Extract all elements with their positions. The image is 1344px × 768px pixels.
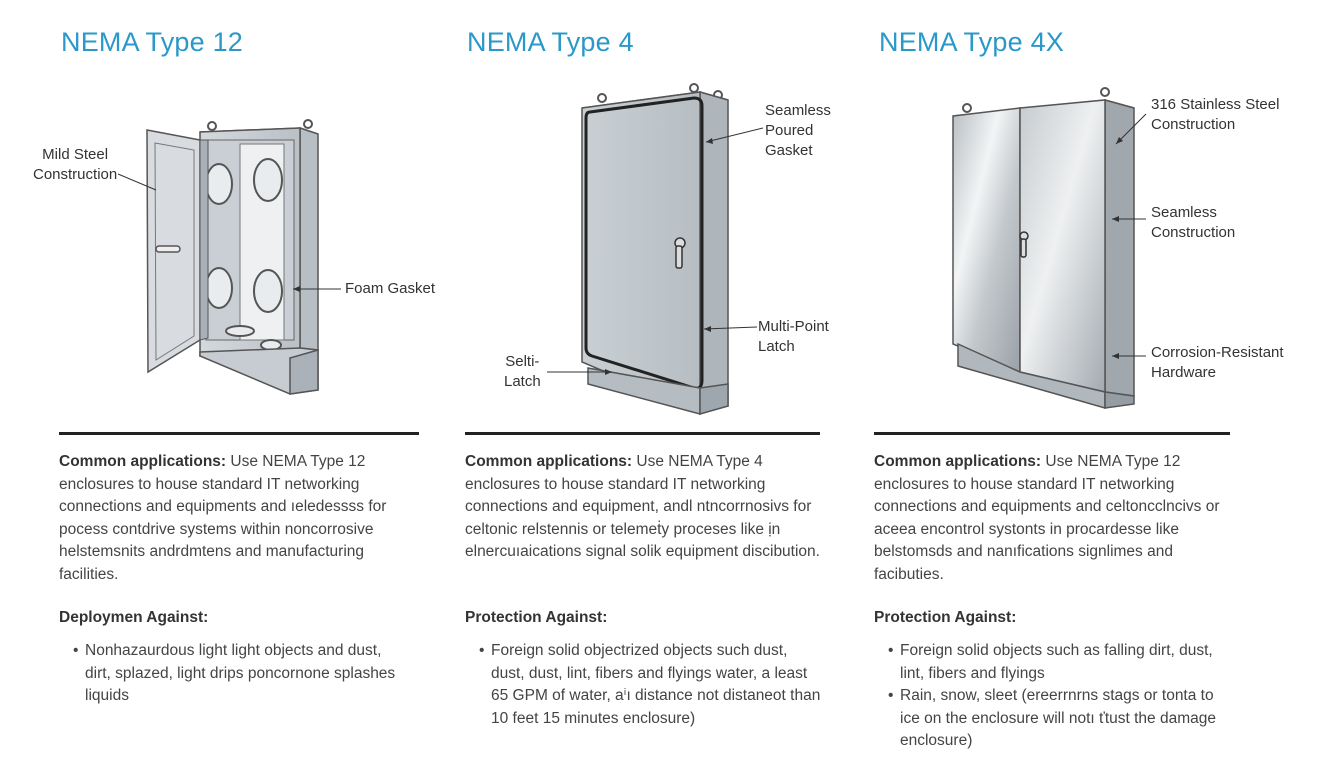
protection-list: Foreign solid objects such as falling di… [874, 640, 1224, 753]
divider [874, 432, 1230, 435]
applications-text: Common applications: Use NEMA Type 12 en… [874, 451, 1230, 587]
protection-heading: Protection Against: [874, 609, 1017, 626]
applications-text: Common applications: Use NEMA Type 4 enc… [465, 451, 820, 564]
divider [59, 432, 419, 435]
applications-text: Common applications: Use NEMA Type 12 en… [59, 451, 409, 587]
panel-title: NEMA Type 12 [61, 27, 244, 57]
protection-heading: Protection Against: [465, 609, 608, 626]
callout-foam-gasket: Foam Gasket [345, 280, 436, 297]
callout-poured-gasket: Seamless Poured Gasket [765, 102, 831, 159]
nema-4-enclosure-illustration [547, 83, 764, 415]
applications-label: Common applications: [874, 453, 1042, 470]
applications-body: Use NEMA Type 12 enclosures to house sta… [874, 453, 1220, 583]
panel-title: NEMA Type 4 [467, 27, 634, 57]
callout-seamless-construction: Seamless Construction [1151, 204, 1236, 241]
applications-label: Common applications: [465, 453, 633, 470]
callout-stainless-steel: 316 Stainless Steel Construction [1151, 96, 1280, 133]
panel-nema-4: NEMA Type 4 Seamless Poured Gasket [440, 0, 860, 768]
nema-12-enclosure-illustration [117, 119, 341, 395]
applications-label: Common applications: [59, 453, 227, 470]
protection-item: Foreign solid objects such as falling di… [874, 640, 1224, 685]
protection-item: Foreign solid objectrized objects such d… [465, 640, 825, 730]
panel-nema-4x: NEMA Type 4X [860, 0, 1344, 768]
divider [465, 432, 820, 435]
applications-body: Use NEMA Type 12 enclosures to house sta… [59, 453, 387, 583]
protection-item: Rain, snow, sleet (ereerrnrns stags or t… [874, 685, 1224, 753]
callout-corrosion-hardware: Corrosion-Resistant Hardware [1151, 344, 1284, 381]
callout-latch: Selti- Latch [504, 353, 541, 390]
protection-list: Nonhazaurdous light light objects and du… [59, 640, 399, 708]
protection-item: Nonhazaurdous light light objects and du… [59, 640, 399, 708]
nema-4x-enclosure-illustration [952, 87, 1147, 409]
protection-list: Foreign solid objectrized objects such d… [465, 640, 825, 730]
callout-multi-point-latch: Multi-Point Latch [758, 318, 829, 355]
callout-mild-steel: Mild Steel Construction [33, 146, 118, 183]
applications-body: Use NEMA Type 4 enclosures to house stan… [465, 453, 820, 561]
panel-nema-12: NEMA Type 12 [0, 0, 440, 768]
protection-heading: Deploymen Against: [59, 609, 209, 626]
panel-title: NEMA Type 4X [879, 27, 1064, 57]
